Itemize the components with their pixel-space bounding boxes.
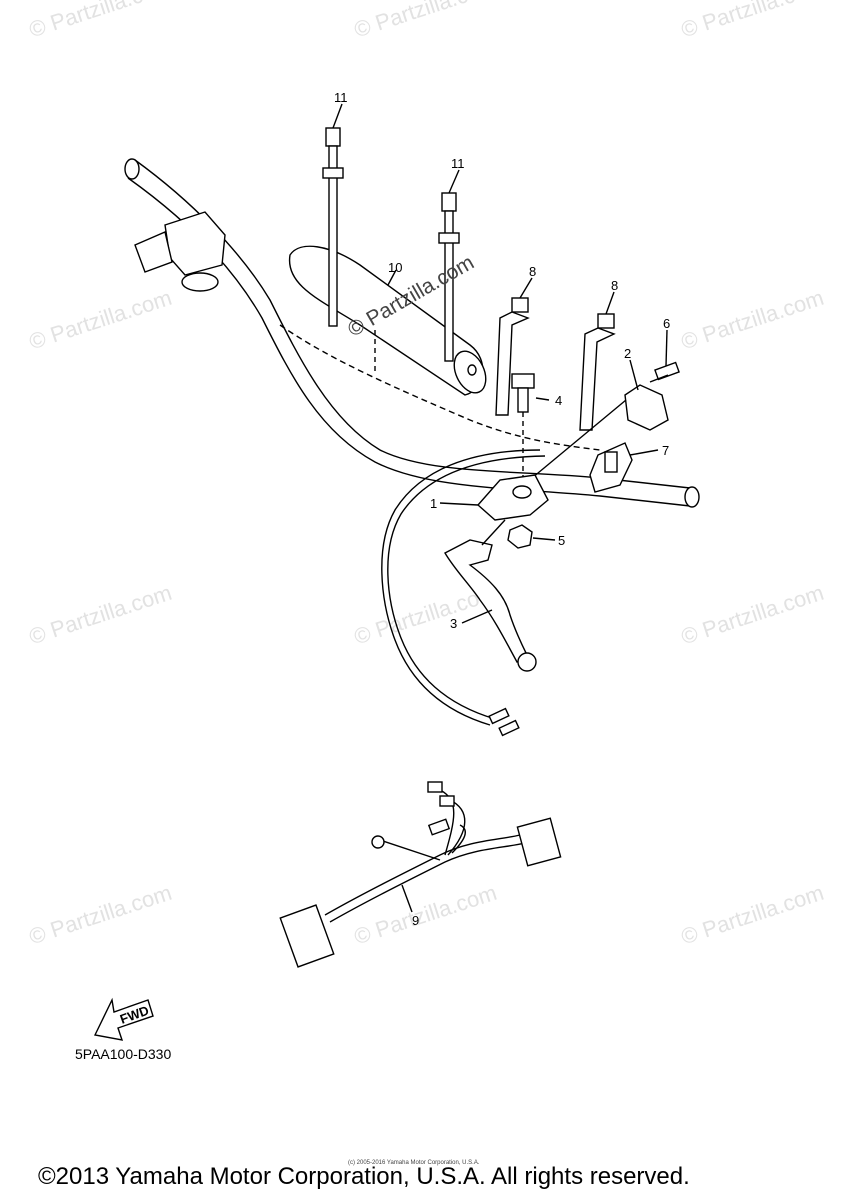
nut-part-5 [507, 524, 533, 549]
forward-arrow-icon: FWD [93, 997, 154, 1041]
callout-leaders [332, 103, 668, 913]
arrow-label: FWD [118, 1003, 151, 1027]
copyright-notice: ©2013 Yamaha Motor Corporation, U.S.A. A… [38, 1163, 690, 1190]
callout-3: 3 [450, 616, 457, 631]
left-switch-housing [134, 211, 226, 292]
bolt-part-4 [511, 373, 535, 485]
callout-11: 11 [334, 90, 348, 105]
wire-harness-part-9 [279, 781, 562, 968]
callout-labels: 11 11 10 8 8 6 2 4 7 1 5 3 9 [334, 90, 670, 928]
callout-1: 1 [430, 496, 437, 511]
lever-part-3 [444, 519, 537, 672]
cable-band-part-8-right [579, 313, 616, 431]
lever-holder-part-1 [477, 474, 549, 521]
switch-part-7 [589, 442, 633, 493]
callout-5: 5 [558, 533, 565, 548]
cable-tie-part-11-right [438, 192, 460, 362]
small-print: (c) 2005-2016 Yamaha Motor Corporation, … [348, 1160, 480, 1166]
screw-part-6 [649, 361, 680, 383]
callout-7: 7 [662, 443, 669, 458]
callout-8: 8 [529, 264, 536, 279]
callout-9: 9 [412, 913, 419, 928]
clamp-part-2 [531, 384, 669, 479]
cable-band-part-8-left [495, 297, 530, 416]
callout-11: 11 [451, 156, 465, 171]
callout-10: 10 [388, 260, 402, 275]
callout-4: 4 [555, 393, 562, 408]
handlebar-pad-part-10 [288, 245, 487, 396]
callout-6: 6 [663, 316, 670, 331]
callout-2: 2 [624, 346, 631, 361]
callout-8: 8 [611, 278, 618, 293]
switch-cable [381, 449, 546, 737]
diagram-code: 5PAA100-D330 [75, 1046, 172, 1062]
